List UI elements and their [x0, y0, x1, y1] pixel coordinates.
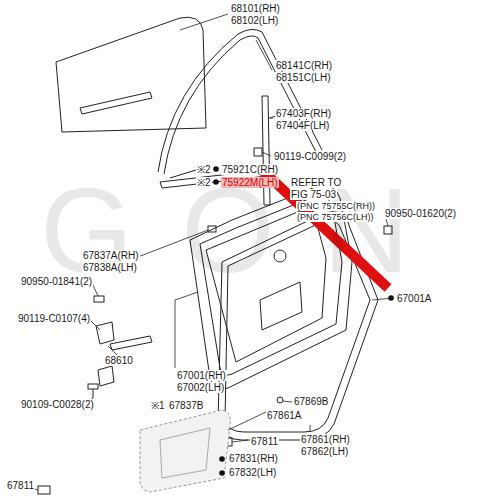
- seal-label: 67838A(LH): [82, 262, 138, 273]
- weatherstrip-label: 67861(RH): [300, 434, 351, 445]
- part-number-label: 67001A: [396, 293, 432, 304]
- clip-label: 67861A: [266, 410, 302, 421]
- clip-label: 67837B: [168, 400, 204, 411]
- trim-panel-label: 67811: [250, 436, 279, 447]
- bolt-label: 90119-C0107(4): [17, 313, 91, 324]
- note-mark-label: ※2: [196, 177, 212, 188]
- clip-label: 90950-01620(2): [384, 208, 457, 219]
- door-panel-label: 67001(RH): [176, 370, 227, 381]
- part-number-label: 75921C(RH): [221, 164, 279, 175]
- glass-label: 68101(RH): [230, 3, 281, 14]
- note-mark-label: ※2: [196, 164, 212, 175]
- bolt-label: 90109-C0028(2): [20, 399, 95, 410]
- run-channel-label: 68151C(LH): [275, 72, 331, 83]
- division-bar-label: 67404F(LH): [275, 120, 330, 131]
- run-channel-label: 68141C(RH): [275, 60, 333, 71]
- weatherstrip-label: 67862(LH): [300, 446, 349, 457]
- clip-label: 67869B: [293, 396, 329, 407]
- glass-label: 68102(LH): [230, 15, 279, 26]
- division-bar-label: 67403F(RH): [275, 108, 332, 119]
- note-mark-label: ※1: [150, 400, 166, 411]
- part-number-label: 75922M(LH): [221, 177, 279, 188]
- reference-note-label: FIG 75-03: [290, 189, 337, 200]
- reference-note-label: (PNC 75755C(RH)): [296, 201, 376, 211]
- trim-clip-label: 67831(RH): [228, 453, 279, 464]
- reference-note-label: REFER TO: [290, 177, 342, 188]
- hinge-label: 68610: [104, 355, 134, 366]
- screw-label: 90950-01841(2): [20, 276, 93, 287]
- trim-clip-label: 67832(LH): [228, 467, 277, 478]
- door-panel-label: 67002(LH): [176, 382, 225, 393]
- screw-label: 90119-C0099(2): [273, 151, 347, 162]
- trim-panel-label: 67811: [6, 480, 35, 491]
- reference-note-label: (PNC 75756C(LH)): [296, 212, 375, 222]
- seal-label: 67837A(RH): [82, 250, 140, 261]
